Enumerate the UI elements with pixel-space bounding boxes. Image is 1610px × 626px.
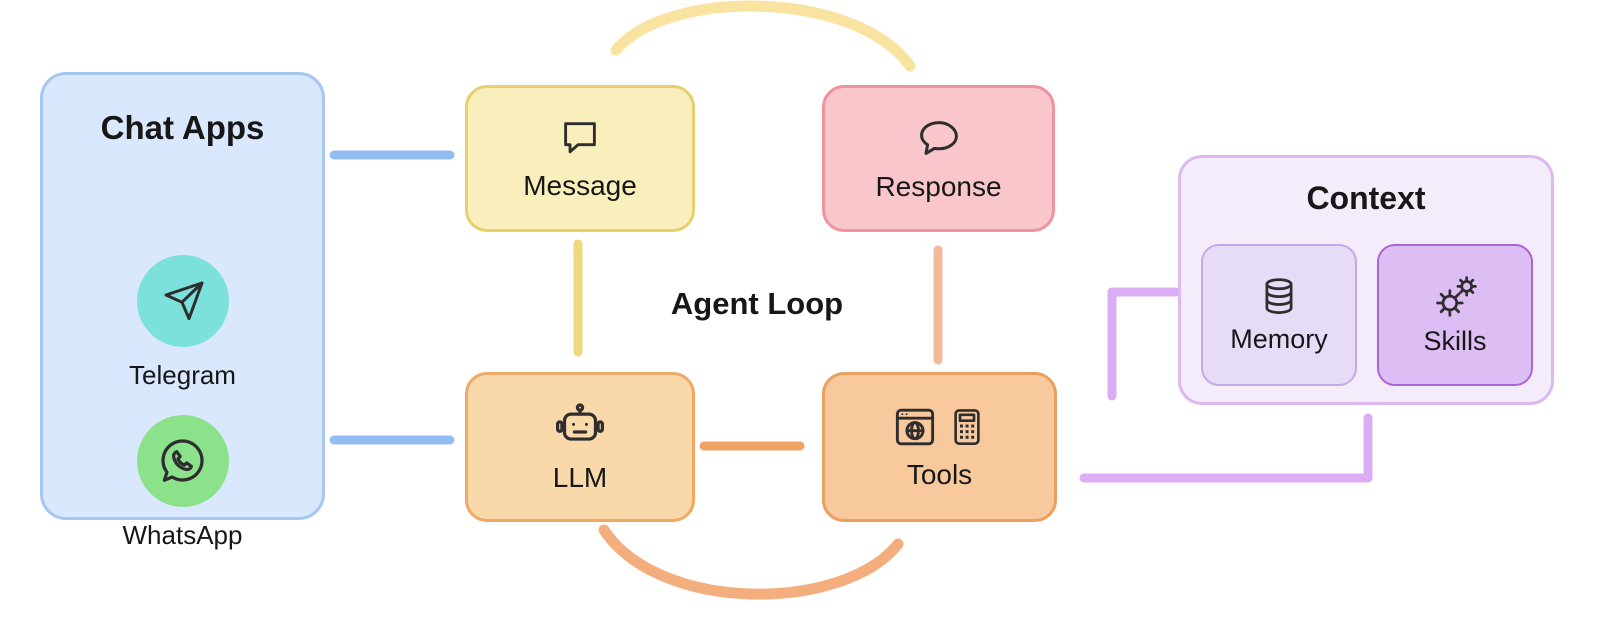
context-title: Context — [1306, 180, 1426, 216]
message-label: Message — [523, 170, 637, 201]
telegram-icon — [136, 255, 229, 347]
context-items: Memory Skills — [1201, 244, 1533, 386]
arrow-context-to-tools — [1107, 287, 1181, 401]
gears-icon — [1431, 273, 1479, 321]
memory-label: Memory — [1230, 324, 1328, 354]
response-bubble-icon — [915, 114, 963, 162]
database-icon — [1257, 275, 1301, 319]
tools-icons — [892, 404, 988, 450]
telegram-item: Telegram — [43, 255, 322, 391]
calculator-icon — [946, 404, 988, 450]
response-label: Response — [875, 171, 1002, 202]
context-panel: Context Memory — [1178, 155, 1554, 405]
llm-label: LLM — [552, 461, 608, 493]
tools-label: Tools — [906, 458, 973, 490]
arrow-response-to-message-arc — [610, 0, 916, 72]
skills-node: Skills — [1377, 244, 1533, 386]
whatsapp-item: WhatsApp — [43, 415, 322, 551]
llm-node: LLM — [465, 372, 695, 522]
arrow-tools-context-bidirectional — [1079, 413, 1373, 483]
arrow-llm-to-tools-arc — [598, 524, 904, 600]
response-node: Response — [822, 85, 1055, 232]
message-bubble-icon — [557, 115, 603, 161]
tools-node: Tools — [822, 372, 1057, 522]
whatsapp-label: WhatsApp — [122, 520, 243, 550]
telegram-label: Telegram — [129, 360, 236, 390]
message-node: Message — [465, 85, 695, 232]
chat-apps-panel: Chat Apps Telegram WhatsApp — [40, 72, 325, 550]
agent-loop-label: Agent Loop — [670, 286, 844, 321]
browser-icon — [892, 404, 938, 450]
memory-node: Memory — [1201, 244, 1357, 386]
chat-apps-title: Chat Apps — [100, 109, 265, 146]
whatsapp-icon — [136, 415, 229, 507]
skills-label: Skills — [1423, 326, 1487, 356]
robot-icon — [552, 401, 608, 453]
